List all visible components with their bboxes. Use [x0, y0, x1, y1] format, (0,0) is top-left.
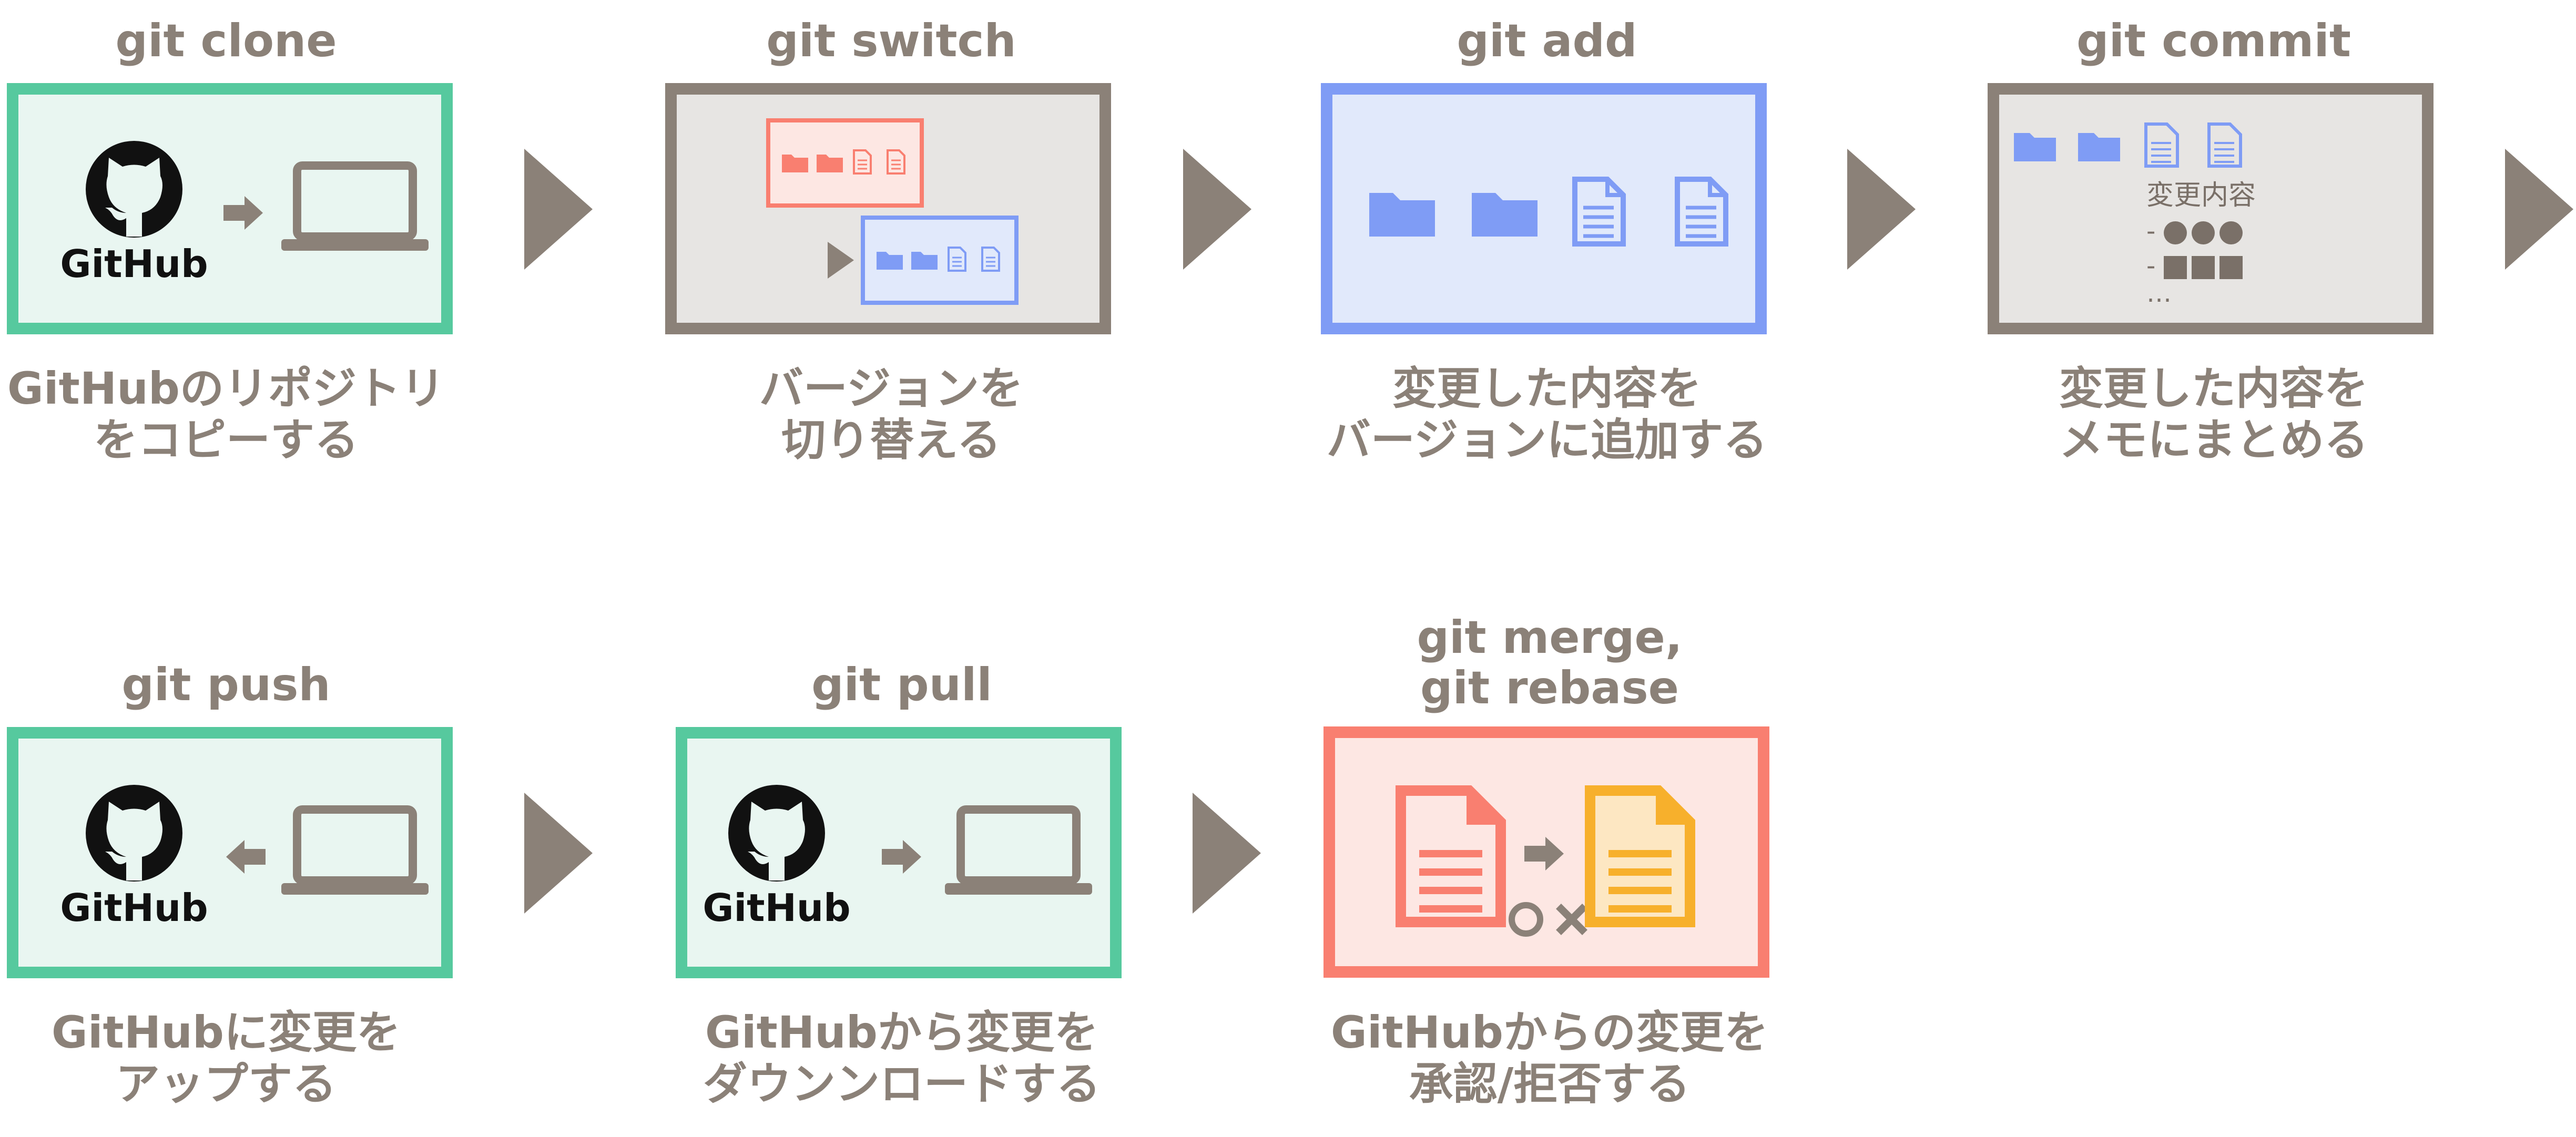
document-icon [948, 247, 966, 272]
step-caption: GitHubに変更を アップする [51, 1007, 401, 1110]
step-title: git commit [2076, 15, 2351, 67]
folder-icon [911, 252, 938, 270]
github-logo-text: GitHub [60, 886, 208, 930]
commit-memo-line-1: - [2146, 217, 2243, 246]
step-caption: GitHubから変更を ダウンンロードする [702, 1007, 1101, 1110]
flow-arrow-icon [1193, 793, 1261, 914]
square-bullets-icon [2163, 256, 2243, 279]
step-title: git add [1457, 15, 1637, 67]
document-orange-icon [1585, 785, 1695, 927]
step-caption: バージョンを 切り替える [759, 363, 1024, 466]
step-title: git merge, git rebase [1417, 611, 1683, 714]
switch-panel [665, 83, 1111, 334]
circle-bullets-icon [2163, 221, 2243, 244]
document-icon [2144, 122, 2179, 168]
github-logo-icon: GitHub [702, 785, 851, 930]
commit-memo-line-2: - [2146, 251, 2243, 281]
document-icon [2207, 122, 2242, 168]
pull-panel: GitHub [676, 727, 1122, 978]
step-title: git push [121, 659, 331, 711]
step-title: git clone [115, 15, 337, 67]
step-caption: GitHubのリポジトリ をコピーする [7, 363, 445, 466]
step-git-switch: git switch バージョンを 切り替える [665, 0, 1117, 473]
arrow-right-icon [882, 840, 921, 874]
github-logo-icon: GitHub [60, 141, 208, 286]
step-git-add: git add 変更した内容を バージョンに追加する [1321, 0, 1773, 473]
flow-arrow-icon [1847, 149, 1916, 270]
version-card-red [766, 118, 924, 208]
folder-icon [2014, 133, 2056, 161]
commit-memo-heading: 変更内容 [2146, 180, 2256, 211]
step-title: git pull [811, 659, 992, 711]
document-icon [981, 247, 1000, 272]
flow-arrow-icon [524, 793, 593, 914]
add-panel [1321, 83, 1767, 334]
folder-icon [817, 155, 843, 172]
switch-arrow-icon [828, 242, 854, 279]
document-icon [853, 149, 872, 175]
circle-ok-icon [1509, 902, 1543, 937]
laptop-icon [281, 805, 429, 895]
commit-memo-ellipsis: … [2146, 279, 2172, 308]
version-card-blue [861, 216, 1019, 305]
arrow-right-icon [1524, 837, 1564, 870]
laptop-icon [945, 805, 1092, 895]
memo-dash: - [2146, 217, 2164, 246]
folder-icon [1472, 193, 1538, 237]
step-caption: GitHubからの変更を 承認/拒否する [1330, 1007, 1769, 1110]
step-git-pull: git pull GitHub GitHubから変更を ダウンンロードする [676, 644, 1128, 1137]
step-caption: 変更した内容を バージョンに追加する [1326, 363, 1768, 466]
arrow-left-icon [226, 840, 266, 874]
github-logo-icon: GitHub [60, 785, 208, 930]
document-red-icon [1396, 785, 1506, 927]
step-git-commit: git commit 変更内容 - - … 変更した内容を メモにまとめる [1988, 0, 2440, 473]
flow-arrow-icon [524, 149, 593, 270]
memo-dash: - [2146, 251, 2164, 281]
clone-panel: GitHub [7, 83, 453, 334]
step-git-merge-rebase: git merge, git rebase GitHubからの変更を 承認/拒否… [1323, 599, 1776, 1137]
step-title: git switch [766, 15, 1016, 67]
step-git-clone: git clone GitHub GitHubのリポジトリ をコピーする [0, 0, 453, 473]
flow-arrow-icon [1183, 149, 1251, 270]
laptop-icon [281, 161, 429, 251]
step-caption: 変更した内容を メモにまとめる [2059, 363, 2368, 466]
folder-icon [877, 252, 903, 270]
document-icon [1675, 177, 1728, 247]
github-logo-text: GitHub [60, 242, 208, 286]
folder-icon [1369, 193, 1435, 237]
github-logo-text: GitHub [702, 886, 850, 930]
folder-icon [2078, 133, 2120, 161]
commit-panel: 変更内容 - - … [1988, 83, 2434, 334]
arrow-right-icon [223, 196, 263, 230]
merge-panel [1323, 726, 1769, 978]
step-git-push: git push GitHub GitHubに変更を アップする [0, 644, 453, 1137]
flow-arrow-icon [2505, 149, 2573, 270]
push-panel: GitHub [7, 727, 453, 978]
document-icon [1572, 177, 1626, 247]
cross-ng-icon [1556, 904, 1587, 935]
folder-icon [782, 155, 808, 172]
document-icon [887, 149, 905, 175]
